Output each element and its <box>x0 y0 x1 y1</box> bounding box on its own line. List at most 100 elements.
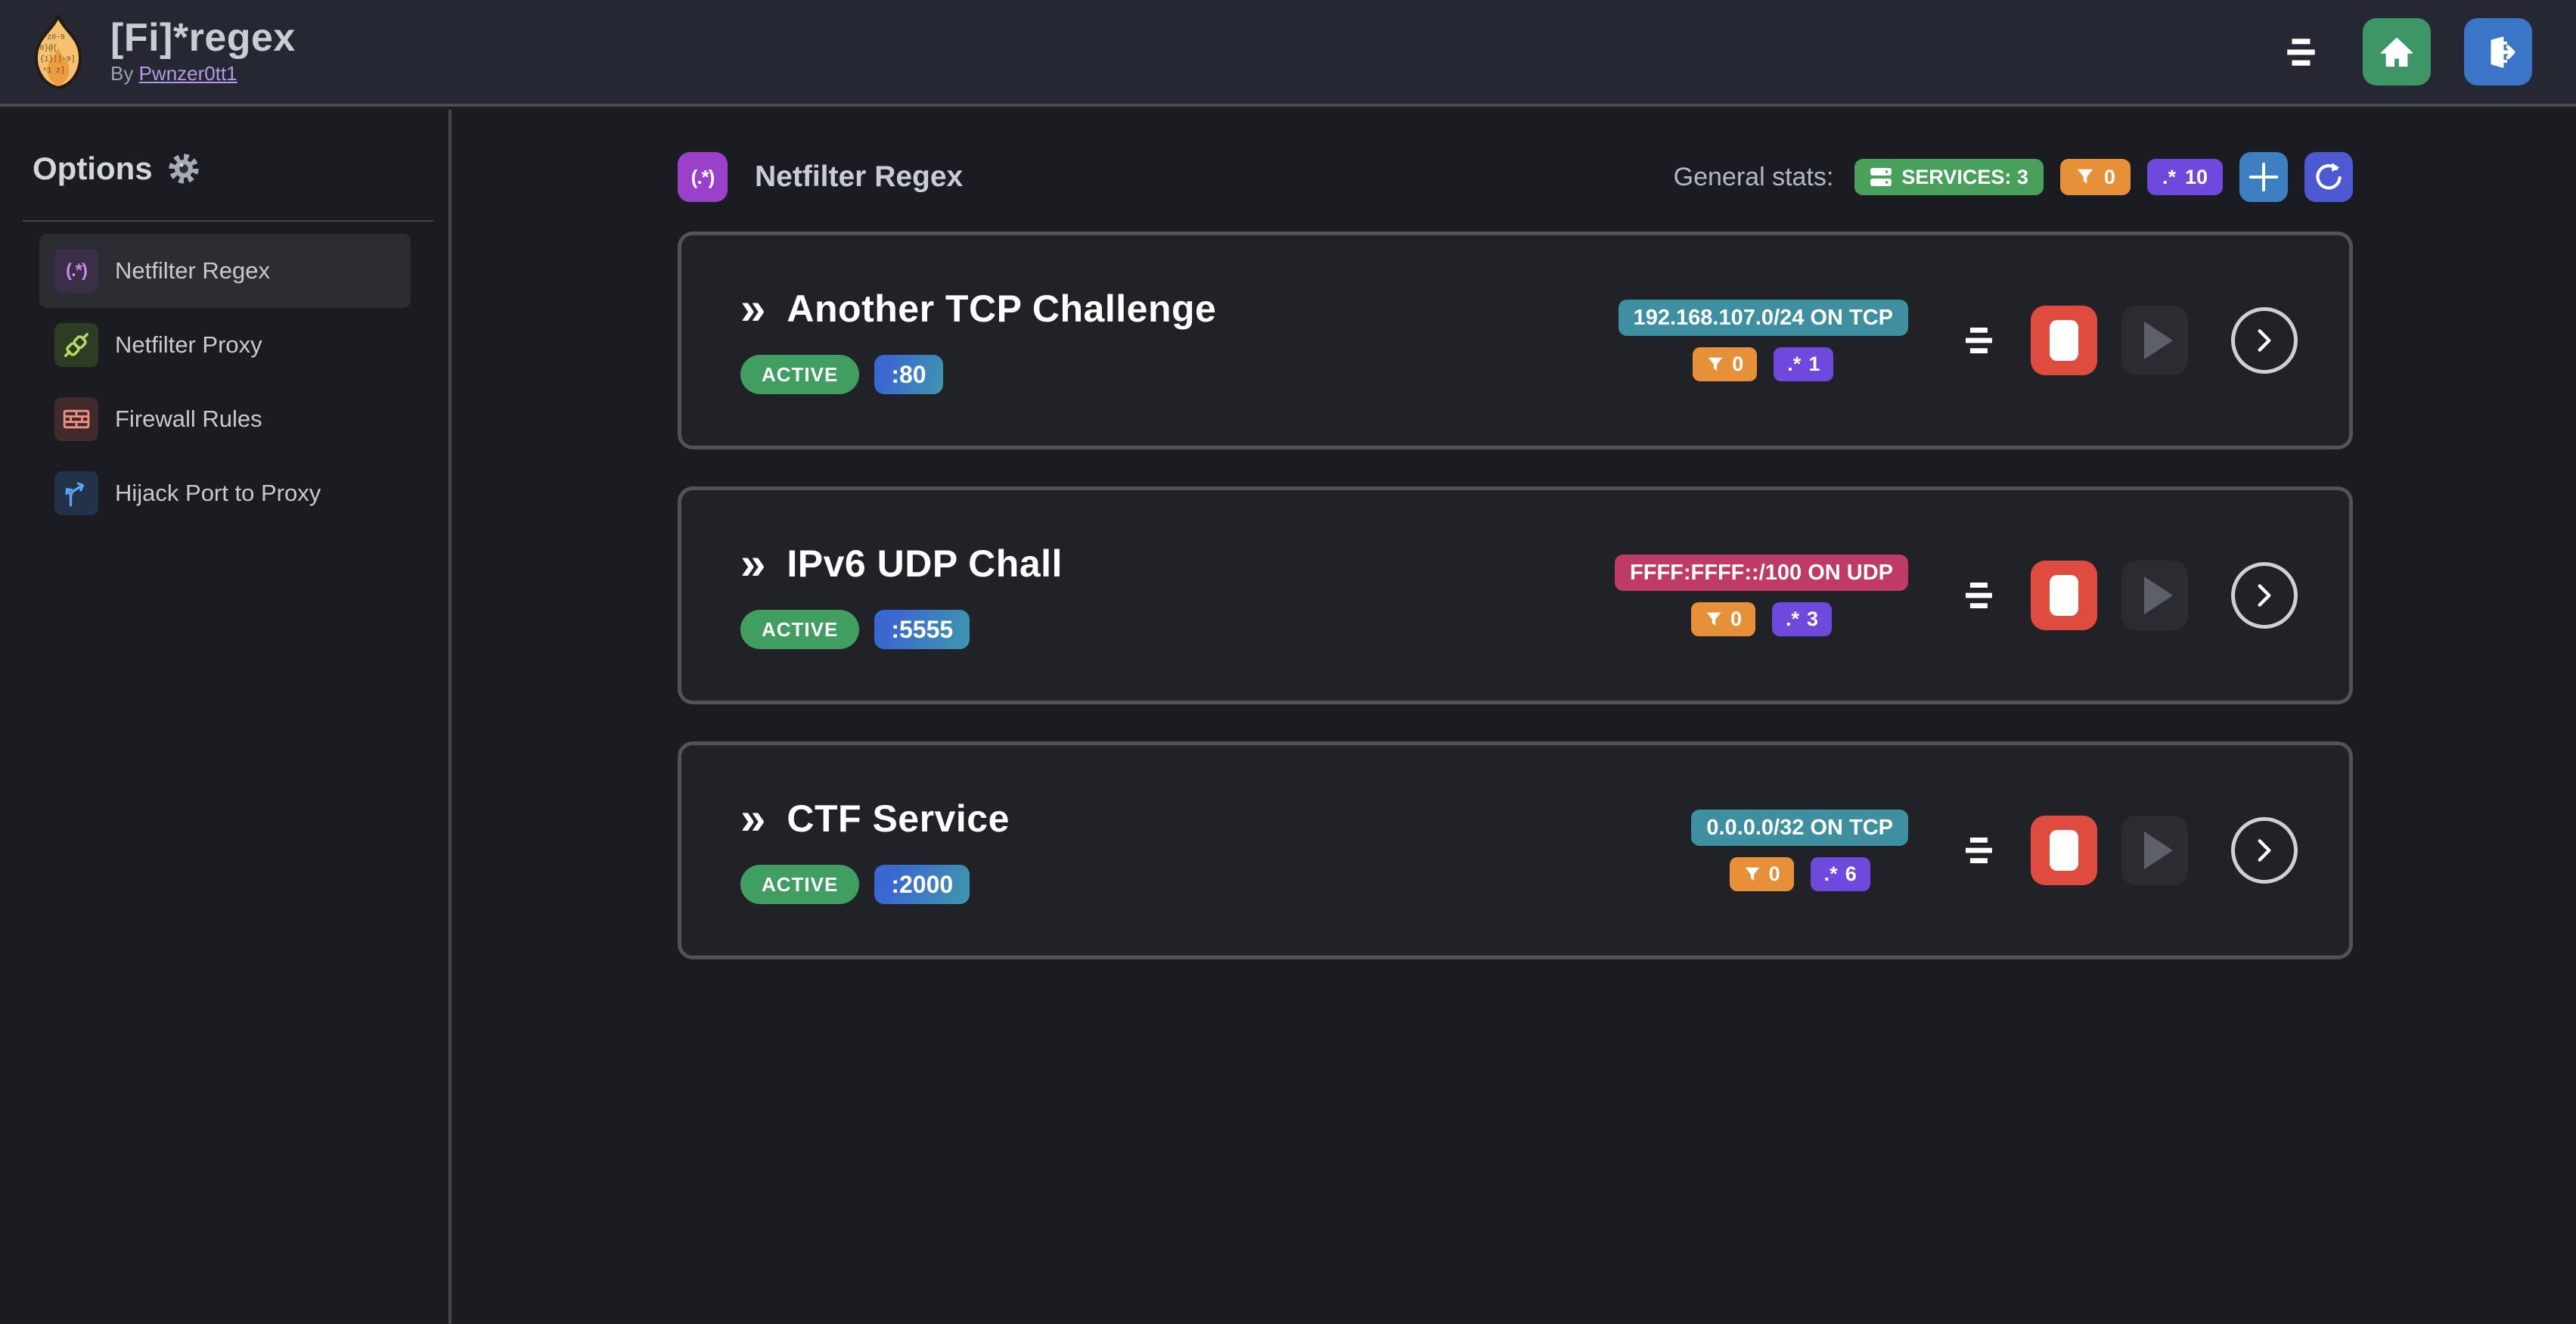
service-title: IPv6 UDP Chall <box>787 542 1063 585</box>
status-badge: ACTIVE <box>740 355 860 394</box>
stop-service-button[interactable] <box>2031 561 2097 630</box>
service-menu-button[interactable] <box>1961 326 1996 355</box>
brick-wall-icon <box>54 397 98 441</box>
open-service-button[interactable] <box>2231 307 2298 374</box>
stop-icon <box>2050 830 2078 871</box>
stop-icon <box>2050 320 2078 361</box>
play-icon <box>2144 577 2173 614</box>
stop-service-button[interactable] <box>2031 306 2097 375</box>
menu-lines-icon <box>1965 837 1992 864</box>
regex-glyph: .* <box>1787 353 1802 375</box>
sidebar-item-hijack-port[interactable]: Hijack Port to Proxy <box>39 456 411 530</box>
byline: By Pwnzer0tt1 <box>110 62 296 85</box>
regex-count-badge: .* 6 <box>1810 857 1870 891</box>
start-service-button-disabled[interactable] <box>2121 561 2188 630</box>
logout-icon <box>2491 36 2515 67</box>
logout-button[interactable] <box>2464 18 2532 85</box>
split-arrows-icon <box>54 471 98 515</box>
sidebar: Options (.*) Netfilter Regex <box>0 110 452 1324</box>
play-icon <box>2144 322 2173 359</box>
port-badge: :80 <box>874 355 943 394</box>
filtered-count-badge: 0 <box>1693 347 1758 381</box>
gear-icon <box>169 154 199 184</box>
svg-text:{1}|)-9]: {1}|)-9] <box>40 54 76 63</box>
sidebar-item-label: Netfilter Regex <box>115 257 271 284</box>
sidebar-nav: (.*) Netfilter Regex Netfilter Proxy <box>39 234 411 530</box>
status-badge: ACTIVE <box>740 610 860 649</box>
open-service-button[interactable] <box>2231 562 2298 629</box>
service-list: » Another TCP Challenge ACTIVE :80 192.1… <box>678 232 2353 959</box>
address-badge: FFFF:FFFF::/100 ON UDP <box>1615 555 1908 591</box>
service-card: » Another TCP Challenge ACTIVE :80 192.1… <box>678 232 2353 449</box>
navbar-menu-button[interactable] <box>2283 37 2319 67</box>
service-menu-button[interactable] <box>1961 836 1996 865</box>
svg-text:-z0-9: -z0-9 <box>43 33 65 41</box>
brand: [Fi]*regex By Pwnzer0tt1 <box>110 15 296 85</box>
play-icon <box>2144 831 2173 869</box>
service-card: » CTF Service ACTIVE :2000 0.0.0.0/32 ON… <box>678 741 2353 959</box>
sidebar-item-netfilter-proxy[interactable]: Netfilter Proxy <box>39 308 411 382</box>
regex-count-badge: .* 10 <box>2146 159 2223 195</box>
filtered-count-badge: 0 <box>1690 602 1755 636</box>
options-label: Options <box>33 151 153 186</box>
menu-lines-icon <box>1965 582 1992 609</box>
regex-count-badge: .* 1 <box>1774 347 1834 381</box>
svg-text:0}@[: 0}@[ <box>40 44 57 52</box>
sidebar-item-netfilter-regex[interactable]: (.*) Netfilter Regex <box>39 234 411 308</box>
open-service-button[interactable] <box>2231 817 2298 884</box>
app-title: [Fi]*regex <box>110 15 296 60</box>
service-card: » IPv6 UDP Chall ACTIVE :5555 FFFF:FFFF:… <box>678 486 2353 704</box>
start-service-button-disabled[interactable] <box>2121 816 2188 885</box>
regex-count-badge: .* 3 <box>1772 602 1833 636</box>
address-badge: 0.0.0.0/32 ON TCP <box>1691 810 1908 846</box>
byline-prefix: By <box>110 62 139 85</box>
regex-glyph: .* <box>2162 165 2176 188</box>
funnel-icon <box>1708 357 1723 371</box>
add-service-button[interactable] <box>2239 152 2288 202</box>
main-area: (.*) Netfilter Regex General stats: SERV… <box>455 110 2576 1324</box>
general-stats: General stats: SERVICES: 3 0 .* <box>1674 152 2353 202</box>
navbar-actions <box>2283 18 2532 85</box>
start-service-button-disabled[interactable] <box>2121 306 2188 375</box>
svg-text:^1 z]: ^1 z] <box>43 66 65 74</box>
filtered-count-badge: 0 <box>2059 159 2131 195</box>
home-icon <box>2380 37 2413 67</box>
double-chevron-icon: » <box>740 538 766 589</box>
regex-glyph: .* <box>1786 608 1800 630</box>
service-menu-button[interactable] <box>1961 581 1996 610</box>
server-icon <box>1870 168 1892 186</box>
page-header: (.*) Netfilter Regex General stats: SERV… <box>678 152 2353 202</box>
regex-page-icon: (.*) <box>678 152 728 202</box>
address-badge: 192.168.107.0/24 ON TCP <box>1618 300 1908 336</box>
stop-icon <box>2050 575 2078 616</box>
funnel-icon <box>2077 169 2093 184</box>
chevron-right-icon <box>2258 839 2271 862</box>
sidebar-item-label: Firewall Rules <box>115 406 262 432</box>
service-title: CTF Service <box>787 797 1010 840</box>
regex-icon: (.*) <box>54 249 98 293</box>
funnel-icon <box>1706 612 1721 626</box>
menu-lines-icon <box>2287 38 2315 66</box>
services-count-badge: SERVICES: 3 <box>1854 159 2044 195</box>
sidebar-item-label: Netfilter Proxy <box>115 331 262 358</box>
firegex-flame-logo: -z0-9 0}@[ {1}|)-9] ^1 z] <box>35 14 82 89</box>
stats-label: General stats: <box>1673 162 1834 191</box>
home-button[interactable] <box>2363 18 2431 85</box>
sidebar-divider <box>23 220 433 222</box>
menu-lines-icon <box>1965 327 1992 354</box>
page-title: Netfilter Regex <box>755 160 964 193</box>
funnel-icon <box>1745 867 1760 881</box>
port-badge: :2000 <box>874 865 970 904</box>
double-chevron-icon: » <box>740 793 766 844</box>
navbar: -z0-9 0}@[ {1}|)-9] ^1 z] [Fi]*regex By … <box>0 0 2576 107</box>
chevron-right-icon <box>2258 329 2271 352</box>
sidebar-item-firewall-rules[interactable]: Firewall Rules <box>39 382 411 456</box>
status-badge: ACTIVE <box>740 865 860 904</box>
author-link[interactable]: Pwnzer0tt1 <box>138 62 237 85</box>
refresh-button[interactable] <box>2304 152 2353 202</box>
double-chevron-icon: » <box>740 283 766 334</box>
sidebar-item-label: Hijack Port to Proxy <box>115 480 321 506</box>
options-title: Options <box>33 151 448 187</box>
stop-service-button[interactable] <box>2031 816 2097 885</box>
plug-icon <box>54 323 98 367</box>
